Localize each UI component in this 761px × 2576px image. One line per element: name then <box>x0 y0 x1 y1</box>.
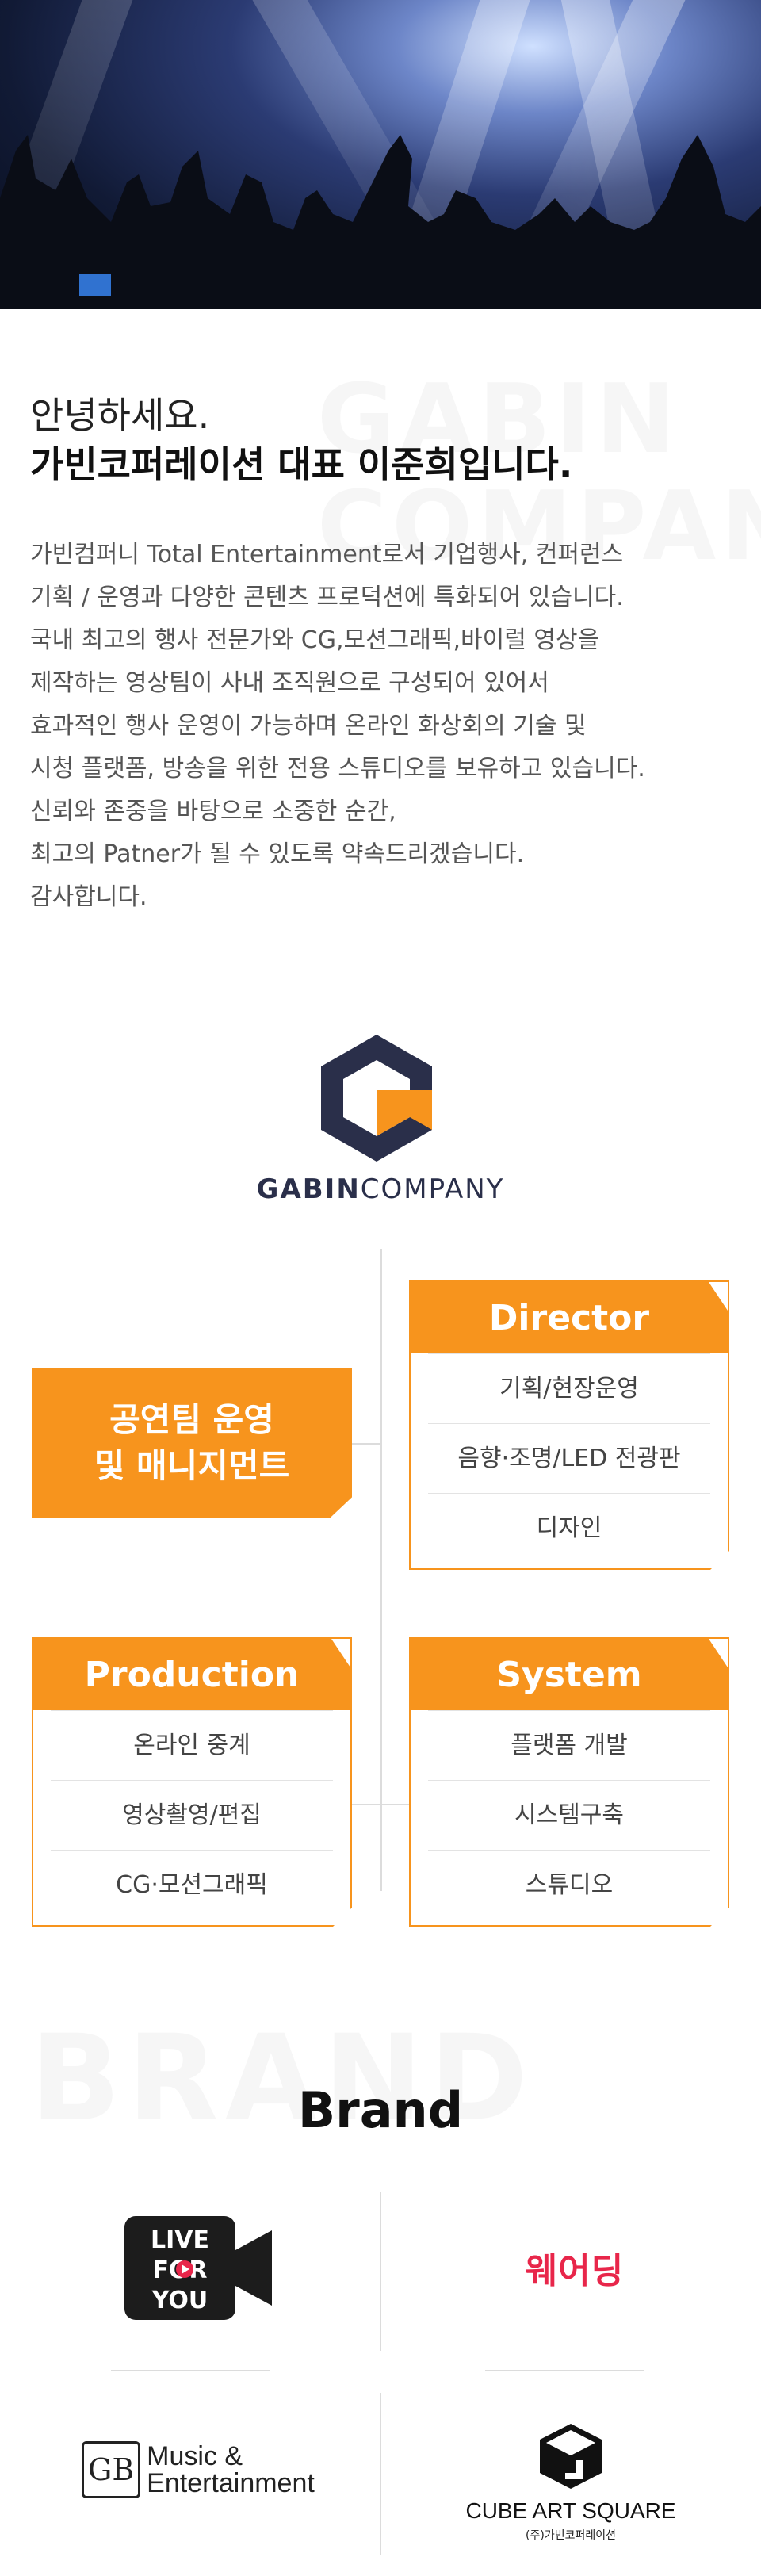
director-item: 디자인 <box>428 1493 710 1563</box>
hero-concert-image <box>0 0 761 309</box>
cube-icon <box>540 2424 602 2489</box>
intro-line: 신뢰와 존중을 바탕으로 소중한 순간, <box>30 798 396 825</box>
gabin-logo-icon <box>321 1035 432 1162</box>
you-text: YOU <box>151 2287 208 2314</box>
production-item: 영상촬영/편집 <box>51 1780 333 1850</box>
brand-divider <box>111 2370 270 2371</box>
connector-line <box>380 1804 409 1805</box>
director-title: Director <box>411 1282 728 1353</box>
production-title: Production <box>33 1639 350 1710</box>
production-item: CG·모션그래픽 <box>51 1850 333 1920</box>
live-text: LIVE <box>151 2226 209 2254</box>
intro-line: 감사합니다. <box>30 883 147 911</box>
brand-heading: Brand <box>297 2081 464 2139</box>
director-item: 음향·조명/LED 전광판 <box>428 1423 710 1493</box>
gb-logo: GB Music & Entertainment <box>82 2441 315 2498</box>
intro-line: 시청 플랫폼, 방송을 위한 전용 스튜디오를 보유하고 있습니다. <box>30 755 645 783</box>
intro-line: 기획 / 운영과 다양한 콘텐츠 프로덕션에 특화되어 있습니다. <box>30 584 624 611</box>
ceo-intro-heading: 가빈코퍼레이션 대표 이준희입니다. <box>30 443 573 486</box>
brand-gb-music[interactable]: GB Music & Entertainment <box>55 2422 341 2517</box>
production-item: 온라인 중계 <box>51 1710 333 1780</box>
main-box-line: 및 매니지먼트 <box>94 1446 290 1485</box>
brand-divider <box>485 2370 644 2371</box>
organization-chart: GABINCOMPANY 공연팀 운영 및 매니지먼트 Director 기획/… <box>0 991 761 1958</box>
brand-wedding[interactable]: 웨어딩 <box>460 2212 690 2323</box>
performance-team-box: 공연팀 운영 및 매니지먼트 <box>32 1368 352 1518</box>
live-for-you-logo: LIVE FOR YOU <box>124 2215 272 2320</box>
system-title: System <box>411 1639 728 1710</box>
gb-line2: Entertainment <box>147 2468 315 2498</box>
system-item: 스튜디오 <box>428 1850 710 1920</box>
intro-line: 최고의 Patner가 될 수 있도록 약속드리겠습니다. <box>30 840 525 868</box>
connector-line <box>352 1443 380 1445</box>
greeting-text: 안녕하세요. <box>30 394 210 437</box>
wedding-logo-text: 웨어딩 <box>525 2251 625 2291</box>
intro-line: 가빈컴퍼니 Total Entertainment로서 기업행사, 컨퍼런스 <box>30 541 624 568</box>
brand-divider <box>380 2393 381 2555</box>
director-item: 기획/현장운영 <box>428 1353 710 1423</box>
intro-line: 제작하는 영상팀이 사내 조직원으로 구성되어 있어서 <box>30 669 549 697</box>
production-card: Production 온라인 중계 영상촬영/편집 CG·모션그래픽 <box>32 1637 352 1927</box>
system-item: 플랫폼 개발 <box>428 1710 710 1780</box>
intro-line: 효과적인 행사 운영이 가능하며 온라인 화상회의 기술 및 <box>30 712 587 740</box>
brand-section: BRAND Brand LIVE FOR YOU 웨어딩 GB <box>0 1958 761 2576</box>
director-card: Director 기획/현장운영 음향·조명/LED 전광판 디자인 <box>409 1280 729 1570</box>
intro-line: 국내 최고의 행사 전문가와 CG,모션그래픽,바이럴 영상을 <box>30 626 600 654</box>
brand-cube-art-square[interactable]: CUBE ART SQUARE (주)가빈코퍼레이션 <box>444 2410 698 2553</box>
system-card: System 플랫폼 개발 시스템구축 스튜디오 <box>409 1637 729 1927</box>
brand-divider <box>380 2192 381 2351</box>
gb-monogram-icon: GB <box>82 2441 141 2498</box>
connector-line <box>352 1804 380 1805</box>
system-item: 시스템구축 <box>428 1780 710 1850</box>
ceo-greeting-section: GABIN COMPANY 안녕하세요. 가빈코퍼레이션 대표 이준희입니다. … <box>0 309 761 991</box>
cube-art-square-name: CUBE ART SQUARE <box>465 2498 676 2523</box>
gb-line1: Music & <box>147 2441 243 2471</box>
gabin-company-wordmark: GABINCOMPANY <box>256 1173 505 1205</box>
cube-art-square-subtitle: (주)가빈코퍼레이션 <box>526 2529 616 2542</box>
crowd-silhouette <box>0 135 761 309</box>
connector-line <box>380 1249 382 1891</box>
intro-paragraph: 가빈컴퍼니 Total Entertainment로서 기업행사, 컨퍼런스 기… <box>30 534 744 919</box>
main-box-line: 공연팀 운영 <box>109 1400 274 1439</box>
brand-live-for-you[interactable]: LIVE FOR YOU <box>119 2212 277 2323</box>
